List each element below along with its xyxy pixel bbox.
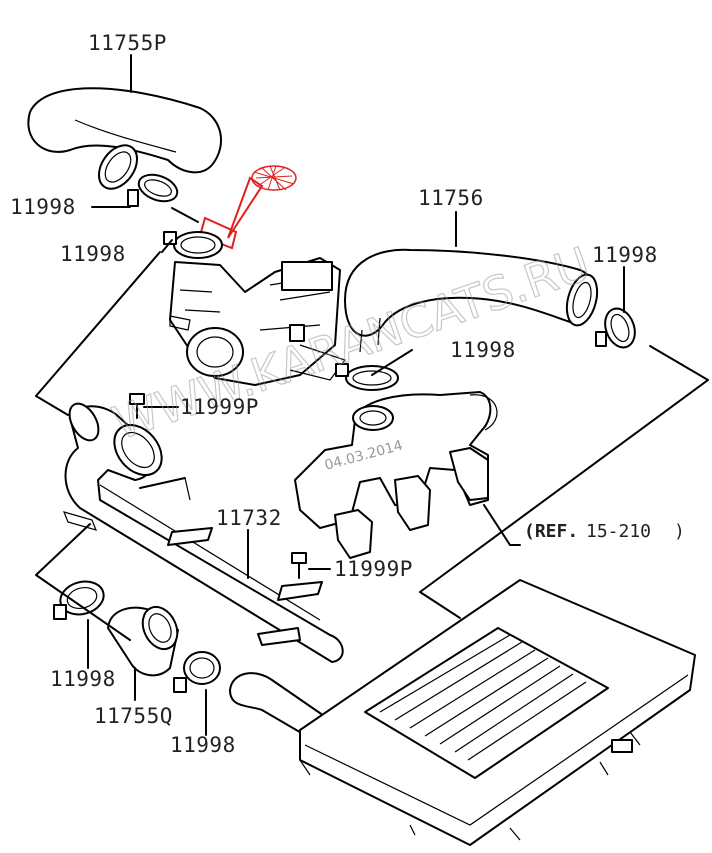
label-11756[interactable]: 11756 xyxy=(418,186,484,210)
clamp-right-top xyxy=(595,307,636,349)
label-11732[interactable]: 11732 xyxy=(216,506,282,530)
label-11755p[interactable]: 11755P xyxy=(88,31,167,55)
hose-11755q xyxy=(107,605,179,677)
label-11755q[interactable]: 11755Q xyxy=(94,704,173,728)
hose-11756 xyxy=(344,248,599,353)
bolt-upper xyxy=(129,393,145,419)
intercooler xyxy=(229,579,696,846)
label-11998-right-top[interactable]: 11998 xyxy=(592,243,658,267)
reference-link[interactable]: (REF. 15-210 ) xyxy=(524,521,685,542)
label-11998-mid-left[interactable]: 11998 xyxy=(60,242,126,266)
reference-number[interactable]: 15-210 xyxy=(586,521,651,542)
reference-suffix: ) xyxy=(674,521,685,542)
location-marker xyxy=(198,165,297,250)
label-11998-bottom-mid[interactable]: 11998 xyxy=(170,733,236,757)
pipe-11732 xyxy=(62,402,344,663)
leader-lines xyxy=(35,54,709,736)
intake-manifold xyxy=(294,391,498,559)
reference-prefix: (REF. xyxy=(524,521,578,542)
label-11999p-lower[interactable]: 11999P xyxy=(334,557,413,581)
clamp-top-left xyxy=(127,173,179,207)
throttle-body xyxy=(169,257,346,386)
clamp-right-mid xyxy=(335,363,399,391)
hose-11755p xyxy=(27,87,222,190)
clamp-bottom-left xyxy=(53,580,105,620)
label-11998-top-left[interactable]: 11998 xyxy=(10,195,76,219)
bolt-lower xyxy=(291,552,307,579)
label-11998-right-mid[interactable]: 11998 xyxy=(450,338,516,362)
clamp-mid-left xyxy=(163,231,223,259)
label-11999p-upper[interactable]: 11999P xyxy=(180,395,259,419)
label-11998-bottom-left[interactable]: 11998 xyxy=(50,667,116,691)
clamp-bottom-mid xyxy=(173,651,221,693)
